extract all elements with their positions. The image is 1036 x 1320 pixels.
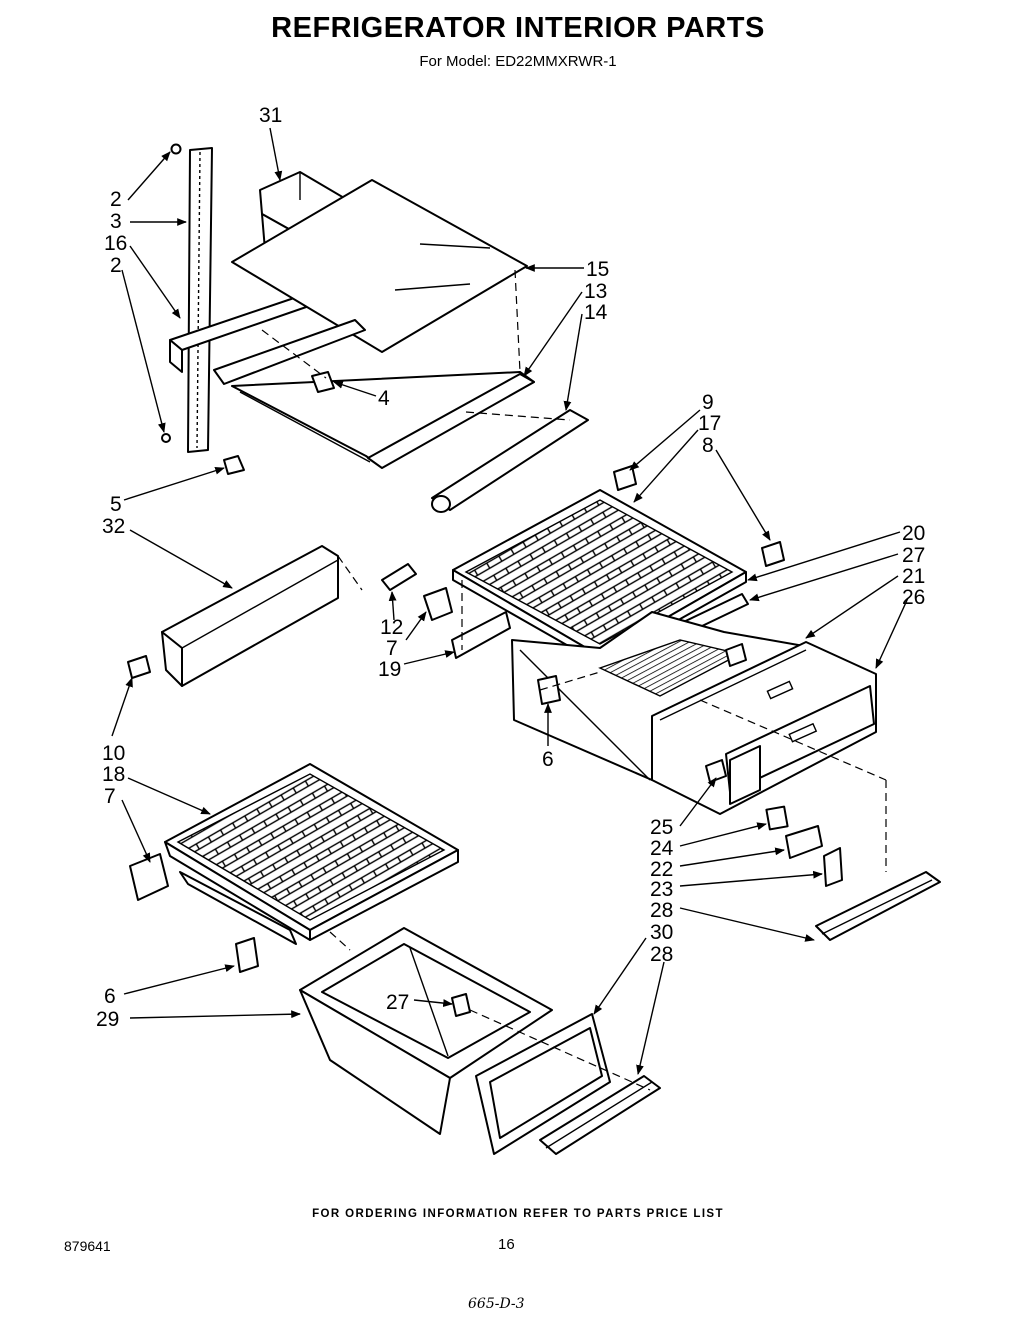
ordering-info-note: FOR ORDERING INFORMATION REFER TO PARTS …: [312, 1208, 724, 1220]
support-10: [127, 655, 151, 679]
callout-25: 25: [650, 816, 673, 839]
callout-2: 2: [110, 188, 122, 211]
crisper-screw-21: [725, 643, 747, 667]
callout-28: 28: [650, 899, 673, 922]
callout-23: 23: [650, 878, 673, 901]
callout-10: 10: [102, 742, 125, 765]
callout-7: 7: [386, 637, 398, 660]
callout-19: 19: [378, 658, 401, 681]
shelf-trim-13: [367, 373, 535, 469]
model-subtitle: For Model: ED22MMXRWR-1: [419, 53, 617, 70]
callout-labels: 31 2 3 16 2 15 13 14 4 5 32 9 17 8 20 27…: [96, 104, 925, 1031]
callout-4: 4: [378, 387, 390, 410]
leader-lines: [111, 127, 909, 1075]
callout-15: 15: [586, 258, 609, 281]
shelf-screw-2-bottom: [161, 433, 171, 443]
trim-tube-14: [431, 409, 589, 513]
pan-front-30: [475, 1013, 611, 1155]
screw-5: [223, 455, 245, 475]
shelf-support-8: [761, 541, 785, 567]
shelf-support-7: [423, 587, 453, 621]
callout-26: 26: [902, 586, 925, 609]
callout-21: 21: [902, 565, 925, 588]
callout-18: 18: [102, 763, 125, 786]
callout-27-lower: 27: [386, 991, 409, 1014]
callout-20: 20: [902, 522, 925, 545]
pan-screw-27: [451, 993, 471, 1017]
shelf-support-9: [613, 465, 637, 491]
pan-cover-shelf-18: [164, 763, 459, 945]
callout-7-lower: 7: [104, 785, 116, 808]
callout-5: 5: [110, 493, 122, 516]
cover-frame-32: [161, 545, 339, 687]
callout-6: 6: [542, 748, 554, 771]
callout-27: 27: [902, 544, 925, 567]
callout-8: 8: [702, 434, 714, 457]
shelf-channel-19: [451, 611, 511, 659]
shelf-screw-2-top: [170, 143, 182, 155]
callout-13: 13: [584, 280, 607, 303]
slide-control-22: [785, 825, 823, 859]
callout-24: 24: [650, 837, 674, 860]
document-number: 879641: [64, 1238, 111, 1254]
callout-9: 9: [702, 391, 714, 414]
callout-30: 30: [650, 921, 673, 944]
trim-28-lower: [539, 1075, 661, 1155]
control-housing-24: [765, 805, 789, 831]
pan-support-6: [235, 937, 259, 973]
callout-12: 12: [380, 616, 403, 639]
callout-14: 14: [584, 301, 608, 324]
crisper-support-6: [537, 675, 561, 705]
trim-28-right: [815, 871, 941, 941]
screw-25: [705, 759, 727, 783]
callout-29: 29: [96, 1008, 119, 1031]
callout-16: 16: [104, 232, 127, 255]
callout-22: 22: [650, 858, 673, 881]
slide-knob-23: [823, 847, 843, 887]
callout-6-lower: 6: [104, 985, 116, 1008]
callout-17: 17: [698, 412, 721, 435]
shelf-plug-12: [381, 563, 417, 591]
handwritten-note: 665-D-3: [468, 1296, 525, 1312]
callout-32: 32: [102, 515, 125, 538]
callout-2-lower: 2: [110, 254, 122, 277]
callout-3: 3: [110, 210, 122, 233]
callout-31: 31: [259, 104, 282, 127]
callout-28-lower: 28: [650, 943, 673, 966]
page-title: REFRIGERATOR INTERIOR PARTS: [271, 12, 765, 44]
shelf-rail-3: [187, 147, 213, 453]
page-number: 16: [498, 1236, 515, 1253]
shelf-frame-front: [213, 319, 535, 467]
drawer-front-panel: [725, 685, 875, 805]
